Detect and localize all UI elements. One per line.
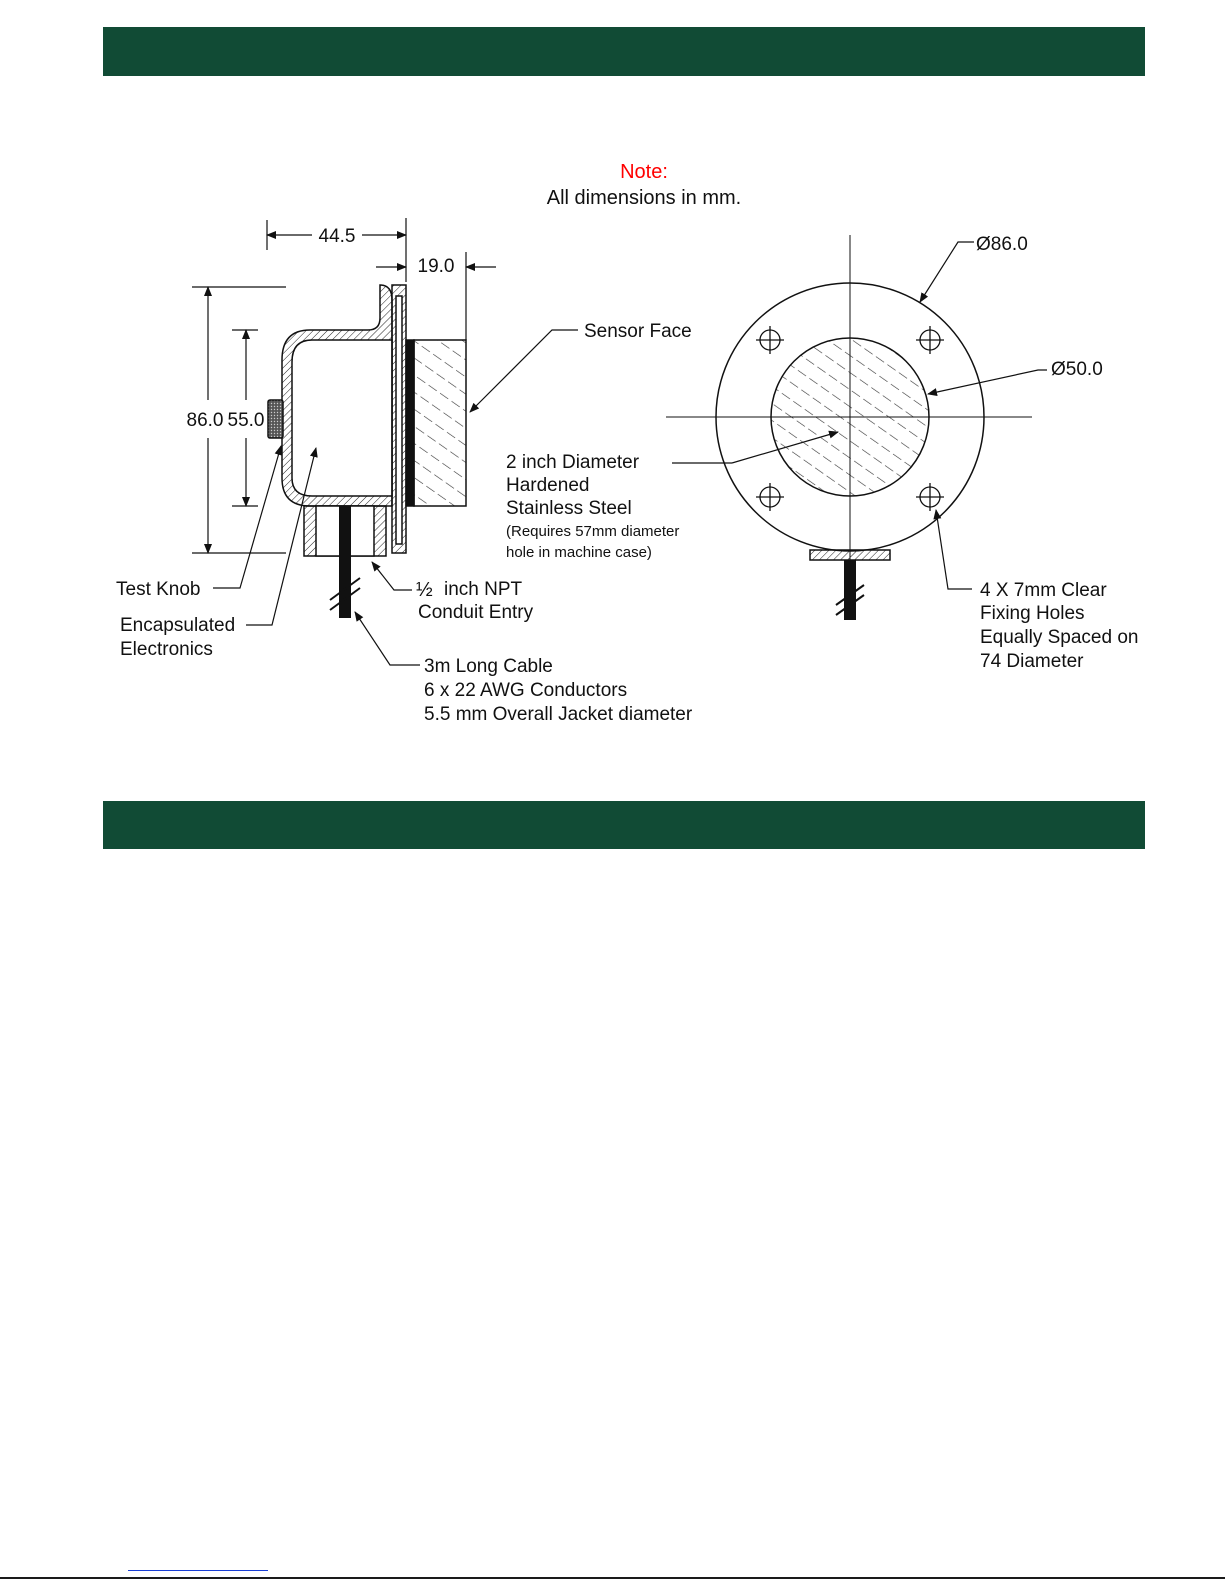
label-electronics-1: Encapsulated <box>120 615 235 636</box>
label-holes-1: 4 X 7mm Clear <box>980 580 1107 601</box>
dim-body: 55.0 <box>228 410 265 431</box>
header-bar-top <box>103 27 1145 76</box>
label-sensor-face: Sensor Face <box>584 321 692 342</box>
side-leaders <box>213 329 839 666</box>
label-test-knob: Test Knob <box>116 579 201 600</box>
dim-face: 19.0 <box>418 256 455 277</box>
label-holes-4: 74 Diameter <box>980 651 1084 672</box>
label-electronics-2: Electronics <box>120 639 213 660</box>
side-view <box>267 284 467 618</box>
label-steel-1: 2 inch Diameter <box>506 452 640 473</box>
label-cable-2: 6 x 22 AWG Conductors <box>424 680 627 701</box>
note-text: All dimensions in mm. <box>547 187 742 209</box>
label-cable-3: 5.5 mm Overall Jacket diameter <box>424 704 693 725</box>
note-title: Note: <box>620 161 668 183</box>
dim-outer-dia: Ø86.0 <box>976 234 1028 255</box>
label-holes-3: Equally Spaced on <box>980 627 1138 648</box>
label-conduit-1: inch NPT <box>444 579 523 600</box>
label-steel-2: Hardened <box>506 475 589 496</box>
dim-face-dia: Ø50.0 <box>1051 359 1103 380</box>
fixing-holes <box>756 326 944 511</box>
footer-link-underline[interactable] <box>128 1570 268 1571</box>
footer-rule <box>0 1577 1225 1579</box>
label-steel-note-2: hole in machine case) <box>506 544 652 561</box>
dim-depth: 44.5 <box>319 226 356 247</box>
header-bar-bottom <box>103 801 1145 849</box>
label-steel-3: Stainless Steel <box>506 498 632 519</box>
front-leaders <box>919 241 1047 590</box>
label-holes-2: Fixing Holes <box>980 603 1085 624</box>
label-conduit-2: Conduit Entry <box>418 602 534 623</box>
front-view <box>666 235 1032 620</box>
label-cable-1: 3m Long Cable <box>424 656 553 677</box>
label-steel-note-1: (Requires 57mm diameter <box>506 523 679 540</box>
label-conduit-frac: ½ <box>416 579 433 601</box>
sensor-dimension-drawing: Note: All dimensions in mm. <box>116 161 1138 725</box>
side-dimension-lines <box>192 218 496 554</box>
dim-height: 86.0 <box>187 410 224 431</box>
